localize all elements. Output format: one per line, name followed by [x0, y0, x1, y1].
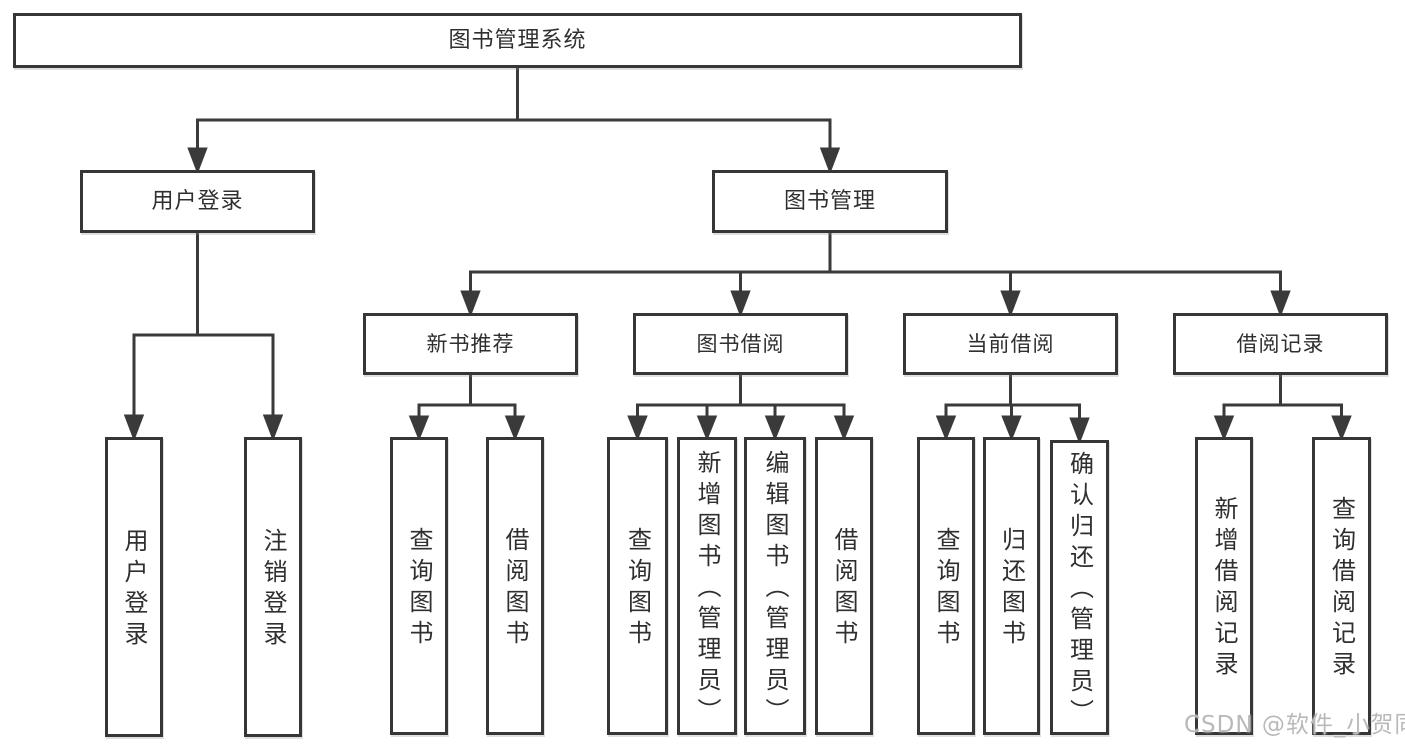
leaf-records-query-record: 查询借阅记录	[1312, 437, 1371, 735]
node-root: 图书管理系统	[13, 13, 1022, 68]
node-group-current-borrow: 当前借阅	[903, 313, 1118, 375]
csdn-watermark: CSDN @软件_小贺同学	[1184, 712, 1405, 738]
leaf-borrow-query-books: 查询图书	[607, 437, 668, 735]
leaf-current-return-books: 归还图书	[983, 437, 1040, 735]
node-user-login: 用户登录	[80, 170, 315, 233]
leaf-current-confirm-return-admin: 确认归还（管理员）	[1050, 440, 1109, 735]
leaf-newbook-query-books: 查询图书	[390, 437, 448, 735]
leaf-borrow-edit-books-admin: 编辑图书（管理员）	[744, 437, 806, 735]
node-group-book-borrow: 图书借阅	[633, 313, 848, 375]
leaf-borrow-add-books-admin: 新增图书（管理员）	[677, 437, 737, 735]
node-group-borrow-records: 借阅记录	[1173, 313, 1388, 375]
leaf-current-query-books: 查询图书	[917, 437, 975, 735]
leaf-records-add-record: 新增借阅记录	[1195, 437, 1253, 735]
leaf-logout: 注销登录	[244, 437, 302, 737]
leaf-user-login: 用户登录	[105, 437, 163, 737]
leaf-borrow-borrow-books: 借阅图书	[815, 437, 873, 735]
leaf-newbook-borrow-books: 借阅图书	[486, 437, 544, 735]
node-group-new-book-recommend: 新书推荐	[363, 313, 578, 375]
node-book-management: 图书管理	[712, 170, 948, 233]
